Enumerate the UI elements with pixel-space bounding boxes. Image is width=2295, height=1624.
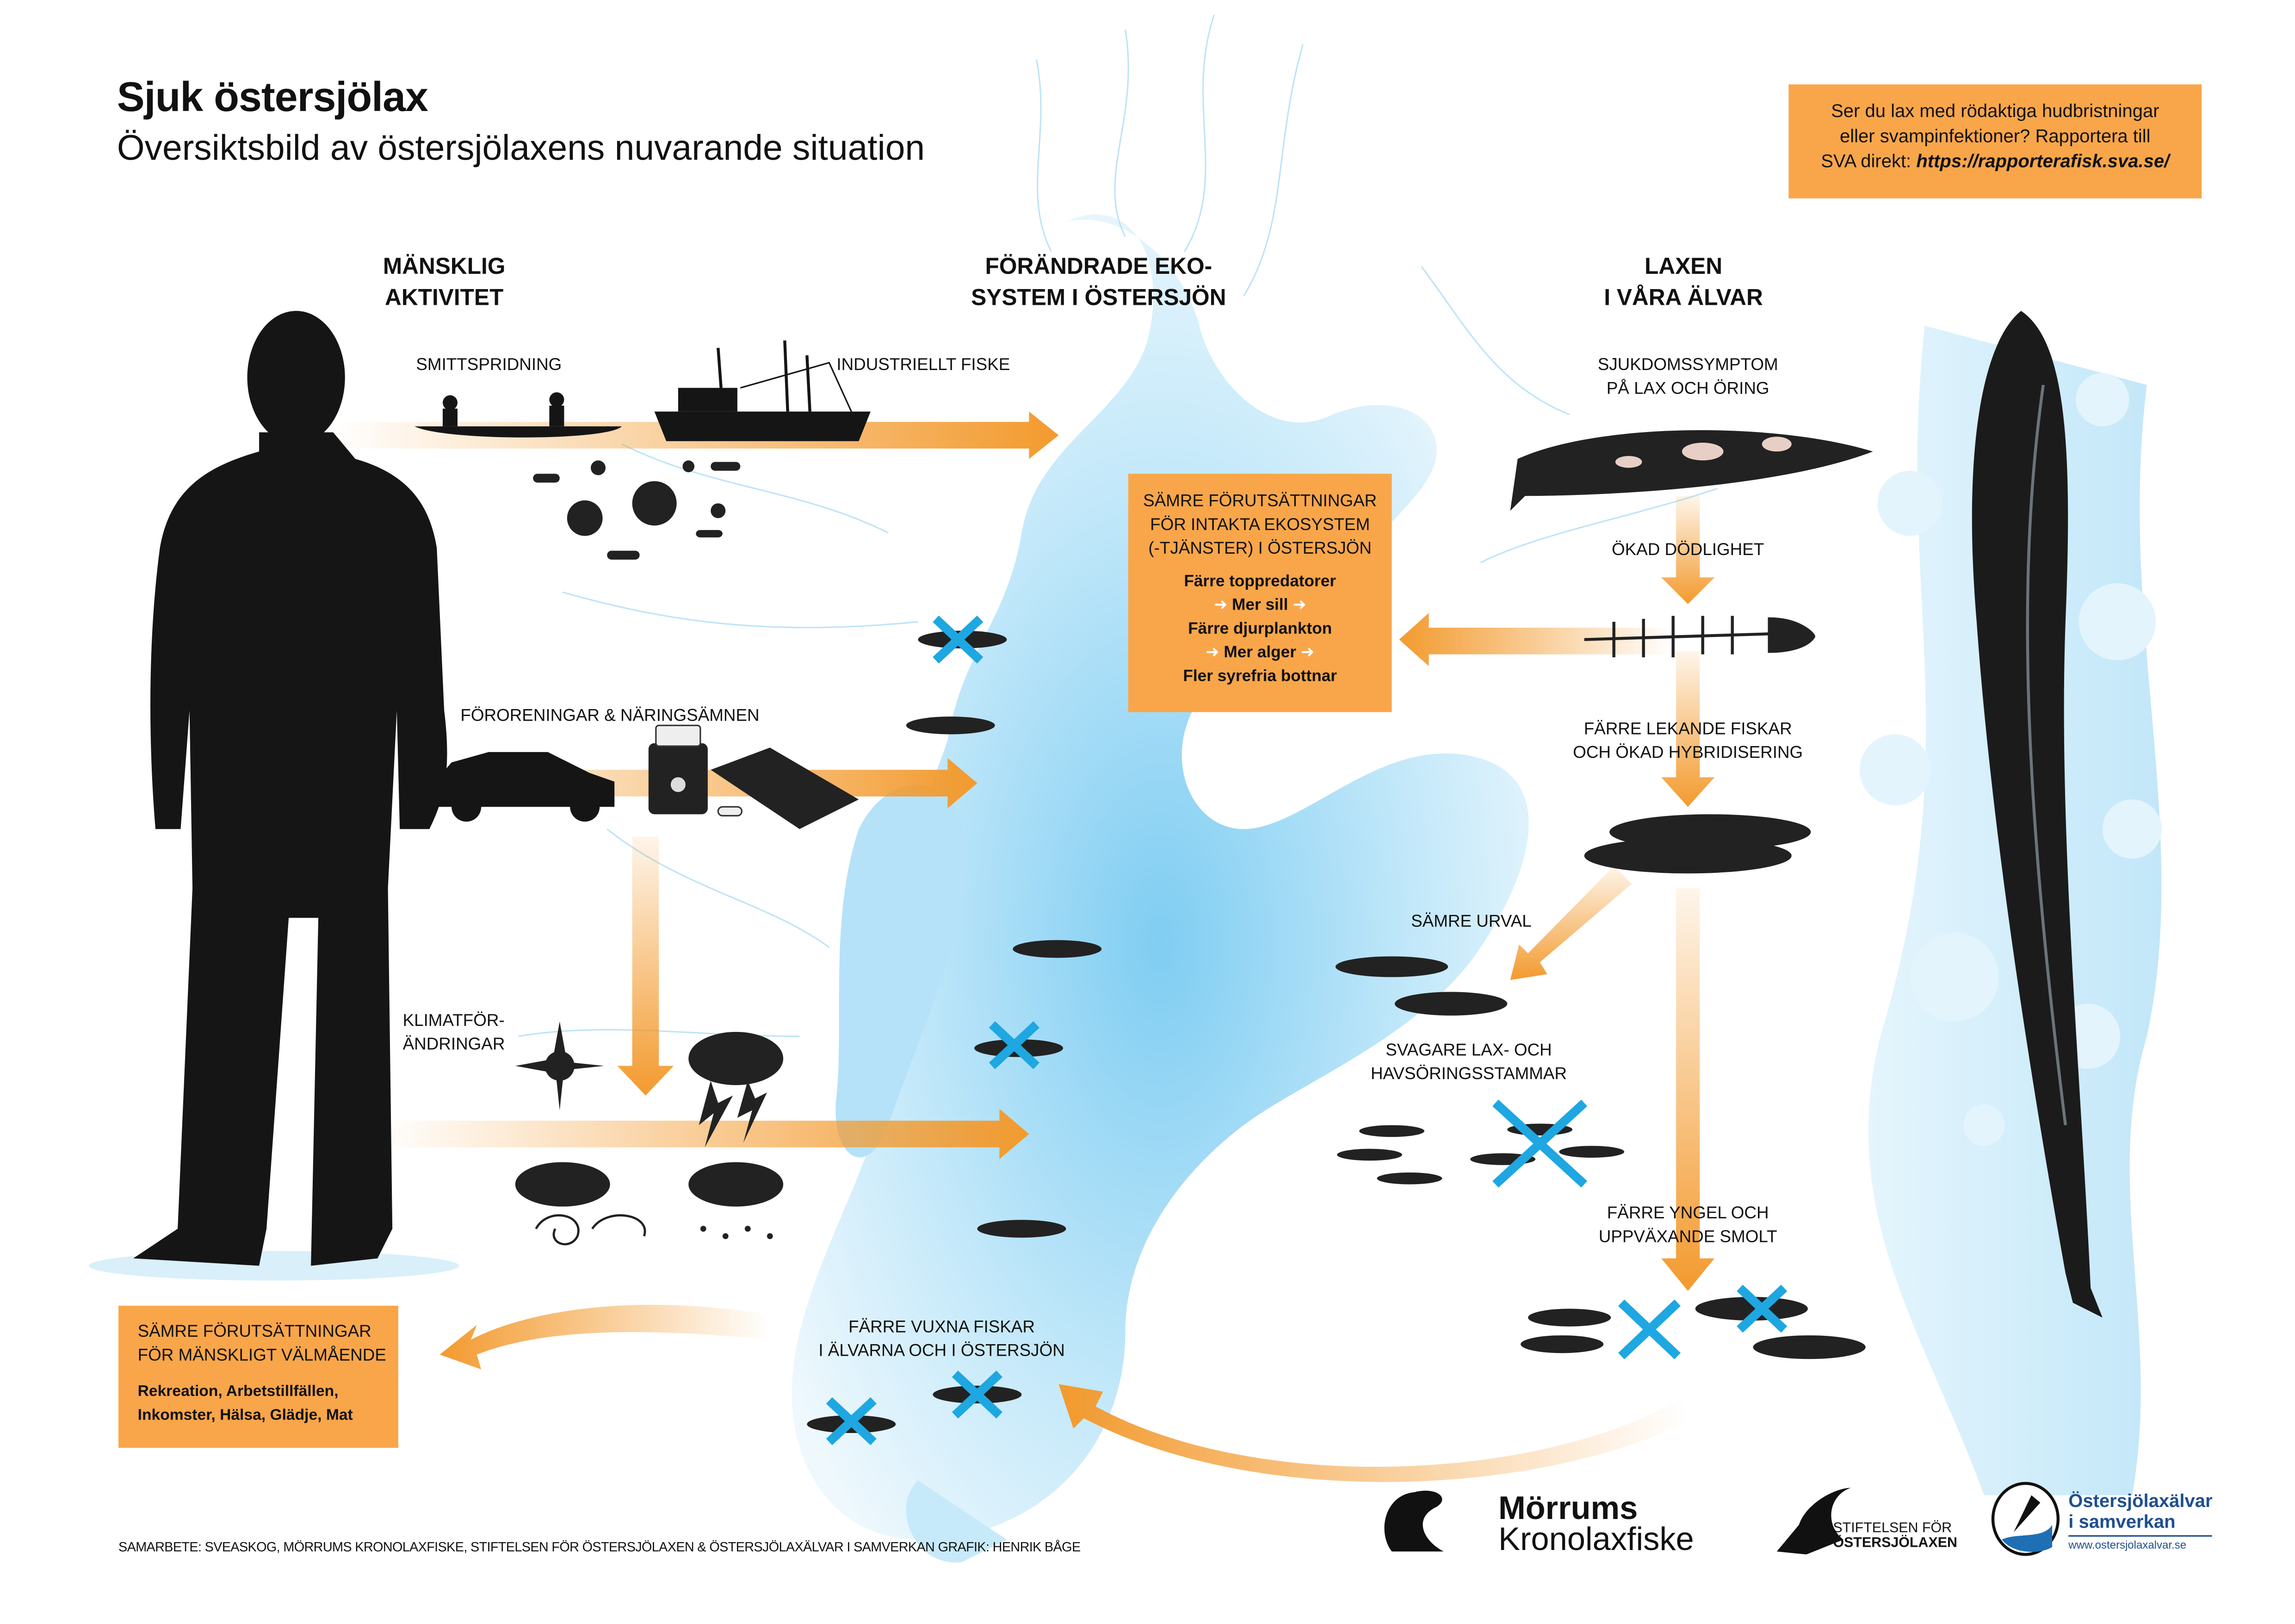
sun-icon xyxy=(515,1021,604,1111)
label-line: SJUKDOMSSYMPTOM xyxy=(1597,357,1778,375)
stiftelsen-logo: STIFTELSEN FÖR ÖSTERSJÖLAXEN xyxy=(1833,1520,1957,1552)
label-yngel: FÄRRE YNGEL OCH UPPVÄXANDE SMOLT xyxy=(1540,1202,1836,1249)
label-dodlighet: ÖKAD DÖDLIGHET xyxy=(1612,542,1764,560)
label-line: OCH ÖKAD HYBRIDISERING xyxy=(1573,744,1803,763)
storm-cloud-icon xyxy=(688,1031,784,1148)
car-icon xyxy=(432,752,615,822)
label-svagare: SVAGARE LAX- OCH HAVSÖRINGSSTAMMAR xyxy=(1321,1039,1617,1087)
logo-text: ÖSTERSJÖLAXEN xyxy=(1833,1535,1957,1552)
canoe-icon xyxy=(414,392,622,438)
chain-item: Färre toppredatorer xyxy=(1184,573,1336,591)
wind-cloud-icon xyxy=(515,1162,646,1246)
chain-item: Mer sill xyxy=(1232,596,1288,615)
chain-item: Färre djurplankton xyxy=(1188,620,1332,638)
header-line: FÖRÄNDRADE EKO- xyxy=(985,254,1212,280)
logo-text: Östersjölaxälvar xyxy=(2068,1491,2213,1512)
label-klimat: KLIMATFÖR- ÄNDRINGAR xyxy=(403,1010,505,1057)
label-line: ÄNDRINGAR xyxy=(402,1036,505,1054)
pathogens-icon xyxy=(533,460,741,560)
fishing-boat-icon xyxy=(654,340,871,441)
arrow-right-icon: ➜ xyxy=(1206,644,1224,662)
fish-skeleton-icon xyxy=(1584,616,1815,658)
header-line: AKTIVITET xyxy=(385,285,504,311)
label-line: I ÄLVARNA OCH I ÖSTERSJÖN xyxy=(818,1342,1065,1361)
morrums-logo-icon xyxy=(1384,1490,1444,1552)
large-salmon-icon xyxy=(1972,311,2103,1318)
box-heading-line: SÄMRE FÖRUTSÄTTNINGAR xyxy=(137,1323,371,1341)
morrums-logo: Mörrums Kronolaxfiske xyxy=(1498,1489,1694,1558)
header-line: LAXEN xyxy=(1644,254,1723,280)
label-line: FÄRRE YNGEL OCH xyxy=(1607,1205,1769,1223)
chain-item: Fler syrefria bottnar xyxy=(1183,667,1337,685)
box-heading-line: (-TJÄNSTER) I ÖSTERSJÖN xyxy=(1148,540,1372,558)
credits-footer: SAMARBETE: SVEASKOG, MÖRRUMS KRONOLAXFIS… xyxy=(118,1539,1081,1555)
wellbeing-items: Inkomster, Hälsa, Glädje, Mat xyxy=(137,1406,353,1424)
label-smittspridning: SMITTSPRIDNING xyxy=(416,357,562,375)
column-header-salmon: LAXEN I VÅRA ÄLVAR xyxy=(1506,252,1861,314)
logo-text: Mörrums xyxy=(1498,1489,1638,1526)
chain-item: Mer alger xyxy=(1224,644,1296,662)
label-lekande: FÄRRE LEKANDE FISKAR OCH ÖKAD HYBRIDISER… xyxy=(1525,718,1851,765)
logo-text: i samverkan xyxy=(2068,1512,2213,1537)
label-line: FÄRRE LEKANDE FISKAR xyxy=(1584,721,1792,739)
report-text-1: Ser du lax med rödaktiga hudbristningar xyxy=(1831,100,2159,122)
wellbeing-box: SÄMRE FÖRUTSÄTTNINGAR FÖR MÄNSKLIGT VÄLM… xyxy=(118,1305,398,1448)
report-link[interactable]: https://rapporterafisk.sva.se/ xyxy=(1916,151,2170,172)
column-header-human: MÄNSKLIG AKTIVITET xyxy=(266,252,622,314)
label-fororeningar: FÖRORENINGAR & NÄRINGSÄMNEN xyxy=(460,707,760,726)
weak-stock-fish-icon xyxy=(1337,1124,1625,1185)
header-line: I VÅRA ÄLVAR xyxy=(1604,285,1763,311)
selection-fish-icon xyxy=(1335,956,1508,1016)
diseased-salmon-icon xyxy=(1510,430,1873,511)
wellbeing-items: Rekreation, Arbetstillfällen, xyxy=(137,1383,339,1401)
label-line: KLIMATFÖR- xyxy=(402,1013,505,1031)
column-header-ecosystem: FÖRÄNDRADE EKO- SYSTEM I ÖSTERSJÖN xyxy=(921,252,1276,314)
rain-cloud-icon xyxy=(688,1162,784,1239)
label-industriellt-fiske: INDUSTRIELLT FISKE xyxy=(836,357,1010,375)
label-line: HAVSÖRINGSSTAMMAR xyxy=(1370,1066,1567,1084)
page-subtitle: Översiktsbild av östersjölaxens nuvarand… xyxy=(117,129,925,169)
pill-blister-icon xyxy=(711,747,859,829)
report-text-3: SVA direkt: xyxy=(1821,151,1917,172)
label-sjukdom: SJUKDOMSSYMPTOM PÅ LAX OCH ÖRING xyxy=(1540,354,1836,401)
header-line: SYSTEM I ÖSTERSJÖN xyxy=(971,285,1226,311)
report-text-2: eller svampinfektioner? Rapportera till xyxy=(1839,126,2151,147)
label-vuxna: FÄRRE VUXNA FISKAR I ÄLVARNA OCH I ÖSTER… xyxy=(779,1316,1105,1363)
label-line: PÅ LAX OCH ÖRING xyxy=(1606,380,1769,398)
box-heading-line: FÖR INTAKTA EKOSYSTEM xyxy=(1150,517,1370,535)
logo-text: Kronolaxfiske xyxy=(1498,1520,1694,1558)
page-title: Sjuk östersjölax xyxy=(117,74,428,120)
arrow-right-icon: ➜ xyxy=(1296,644,1315,662)
label-urval: SÄMRE URVAL xyxy=(1411,913,1532,932)
header-line: MÄNSKLIG xyxy=(383,254,506,280)
logo-text: STIFTELSEN FÖR xyxy=(1833,1520,1952,1537)
ecosystem-box: SÄMRE FÖRUTSÄTTNINGAR FÖR INTAKTA EKOSYS… xyxy=(1128,474,1392,712)
person-silhouette-icon xyxy=(89,311,459,1281)
spawning-salmon-icon xyxy=(1584,814,1811,874)
label-line: UPPVÄXANDE SMOLT xyxy=(1598,1229,1777,1247)
chemical-bottle-icon xyxy=(648,724,708,815)
logo-url[interactable]: www.ostersjolaxalvar.se xyxy=(2068,1538,2187,1552)
report-box: Ser du lax med rödaktiga hudbristningar … xyxy=(1788,84,2202,198)
box-heading-line: FÖR MÄNSKLIGT VÄLMÅENDE xyxy=(137,1347,386,1365)
stiftelsen-logo-icon xyxy=(1776,1488,1851,1555)
alvar-logo-icon xyxy=(1991,1482,2060,1556)
decline-cross-icons xyxy=(826,615,1788,1445)
arrow-right-icon: ➜ xyxy=(1213,596,1232,615)
arrow-right-icon: ➜ xyxy=(1288,596,1306,615)
alvar-logo: Östersjölaxälvar i samverkan www.ostersj… xyxy=(2068,1491,2213,1553)
label-line: SVAGARE LAX- OCH xyxy=(1386,1042,1552,1060)
box-heading-line: SÄMRE FÖRUTSÄTTNINGAR xyxy=(1143,493,1377,511)
juvenile-fish-icon xyxy=(1521,1297,1866,1359)
label-line: FÄRRE VUXNA FISKAR xyxy=(848,1319,1035,1337)
